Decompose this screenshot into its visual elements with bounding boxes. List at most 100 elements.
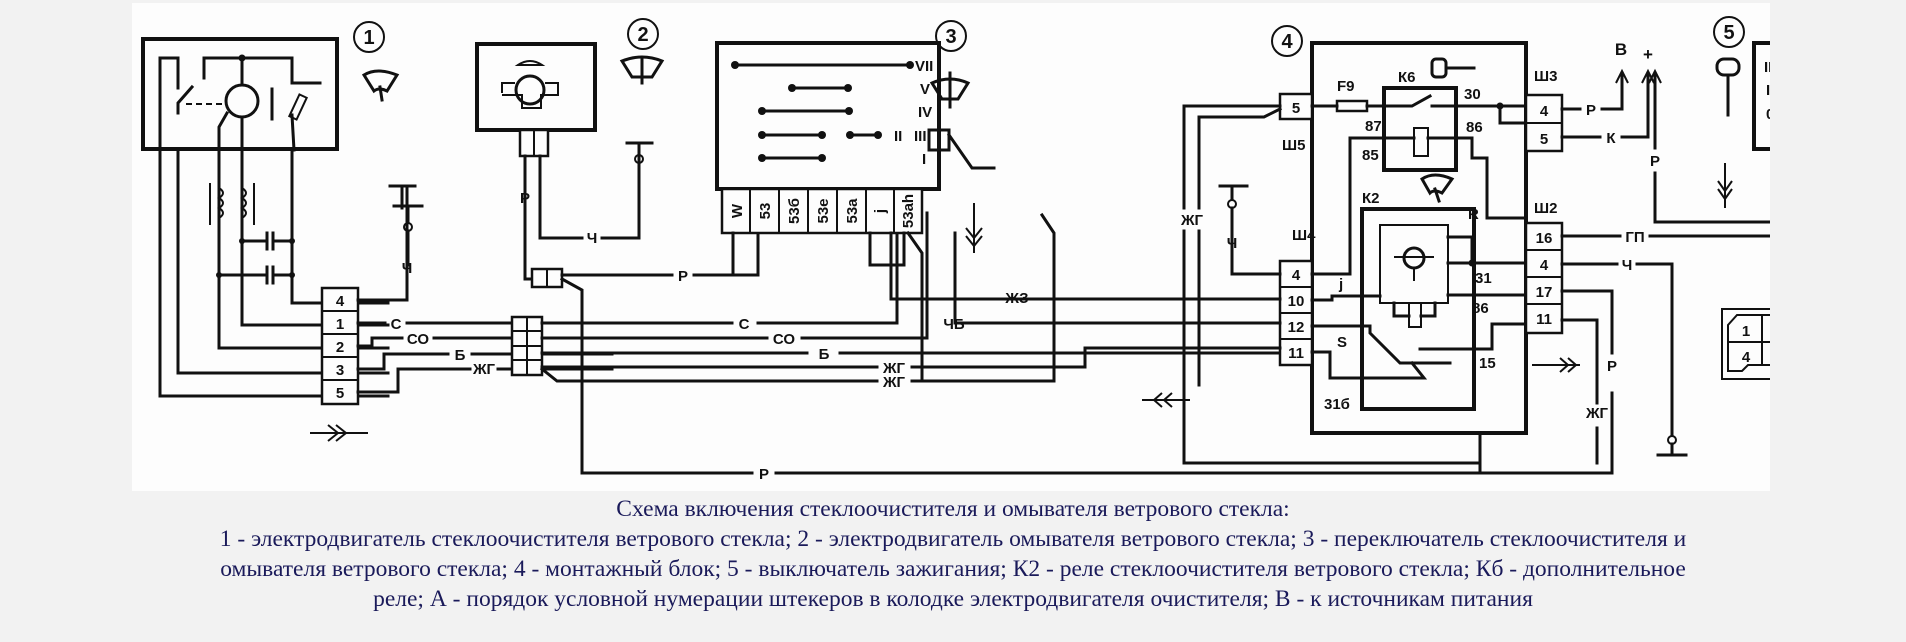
wire-label: ЖГ — [472, 361, 496, 378]
connector-arrow-icon — [1142, 392, 1190, 408]
ignition-position: 0 — [1766, 106, 1770, 123]
figure-caption: Схема включения стеклоочистителя и омыва… — [0, 494, 1906, 614]
pin-label: 4 — [1540, 103, 1549, 120]
pin-label: 1 — [336, 316, 344, 333]
fuse-f9 — [1335, 99, 1369, 113]
pin-label: 5 — [1540, 131, 1548, 148]
pin-label: 12 — [1288, 319, 1305, 336]
terminal-label: S — [1337, 334, 1347, 351]
switch-position: II — [894, 128, 902, 145]
switch-terminal: W — [729, 203, 746, 218]
switch-terminal: 53е — [815, 198, 832, 223]
switch-position: I — [922, 151, 926, 168]
wire-label: ЧБ — [943, 316, 965, 333]
switch-position: IV — [918, 104, 932, 121]
pin-label: 17 — [1536, 284, 1553, 301]
ignition-switch-housing — [1752, 41, 1770, 151]
stalk-lever-icon — [927, 128, 996, 170]
terminal-label: 30 — [1464, 86, 1481, 103]
component-4-number: 4 — [1281, 31, 1293, 53]
switch-terminal: 53а — [844, 198, 861, 224]
caption-line-3: реле; А - порядок условной нумерации ште… — [373, 586, 1533, 612]
switch-position: III — [914, 128, 927, 145]
pin-label: 4 — [1540, 257, 1549, 274]
switch-terminal: 53б — [786, 198, 803, 224]
power-source-label: В — [1615, 40, 1627, 59]
wire-label: Б — [819, 346, 830, 363]
pin-label: 4 — [336, 293, 345, 310]
component-4-marker — [1271, 25, 1303, 57]
pin-label: 16 — [1536, 230, 1553, 247]
ground-arrow-icon — [1717, 163, 1733, 208]
component-1-marker — [353, 21, 385, 53]
wire-label: ЖГ — [1180, 212, 1204, 229]
key-icon — [1430, 57, 1476, 79]
connector-label: Ш2 — [1534, 200, 1557, 217]
pin-label: 2 — [336, 339, 344, 356]
intermediate-connector — [510, 315, 544, 377]
component-5-marker — [1713, 16, 1745, 48]
caption-line-1: 1 - электродвигатель стеклоочистителя ве… — [219, 526, 1687, 552]
terminal-label: 86 — [1466, 119, 1483, 136]
wire-label: ГП — [1625, 229, 1644, 246]
wire-label: ЖЗ — [1004, 290, 1028, 307]
relay-label: К6 — [1398, 69, 1416, 86]
terminal-label: 31б — [1324, 396, 1350, 413]
washer-icon — [619, 55, 665, 85]
component-5-number: 5 — [1723, 22, 1734, 44]
pin-label: 10 — [1288, 293, 1305, 310]
terminal-label: 86 — [1472, 300, 1489, 317]
wire-label: Ч — [1227, 235, 1238, 252]
caption-line-2: омывателя ветрового стекла; 4 - монтажны… — [220, 556, 1686, 582]
wire-label: ЖГ — [1585, 405, 1609, 422]
switch-housing — [715, 41, 941, 191]
schematic-panel: 1 4 1 2 3 5 Ч С СО Б ЖГ С СО Б — [132, 3, 1770, 491]
component-3-marker — [935, 20, 967, 52]
wire-label: ЖГ — [882, 360, 906, 377]
wiper-washer-icon — [929, 71, 971, 109]
component-3-number: 3 — [945, 26, 956, 48]
wire-label: СО — [773, 331, 795, 348]
wire-label: С — [739, 316, 750, 333]
connector-a-pin: 4 — [1742, 349, 1751, 366]
component-1-number: 1 — [363, 27, 374, 49]
washer-motor-housing — [475, 42, 597, 132]
ground-arrow-icon — [965, 203, 983, 253]
wire-label: СО — [407, 331, 429, 348]
ignition-key-icon — [1715, 57, 1741, 117]
connector-a-pin: 1 — [1742, 323, 1750, 340]
pin-label: 3 — [336, 362, 344, 379]
wire-label: Б — [455, 347, 466, 364]
wire-label: Р — [1650, 153, 1660, 170]
wire-label: С — [391, 316, 402, 333]
motor1-connector: 4 1 2 3 5 — [310, 286, 368, 442]
connector-label: Ш3 — [1534, 68, 1557, 85]
wire-label: Ч — [1622, 257, 1633, 274]
connector-A: 1 2 3 4 5 6 — [1721, 308, 1770, 380]
ignition-position: II — [1764, 59, 1770, 76]
wire-label: К — [1606, 130, 1616, 147]
wire-label: ЖГ — [882, 374, 906, 391]
caption-title: Схема включения стеклоочистителя и омыва… — [616, 496, 1290, 522]
pin-label: 11 — [1288, 345, 1304, 362]
switch-terminal: j — [872, 209, 889, 214]
switch-terminal: 53 — [757, 203, 774, 220]
pin-label: 4 — [1292, 267, 1301, 284]
wiper-switch-3: VII V IV II III I — [715, 41, 941, 191]
washer-motor-2 — [475, 42, 654, 281]
switch-terminal: 53аh — [900, 194, 917, 228]
connector-label: Ш4 — [1292, 227, 1316, 244]
terminal-label: R — [1468, 206, 1479, 223]
component-2-number: 2 — [637, 24, 648, 46]
switch-position: V — [920, 81, 930, 98]
ignition-position: I — [1766, 82, 1770, 99]
terminal-label: 85 — [1362, 147, 1379, 164]
connector-arrow-icon — [1532, 357, 1580, 373]
pin-label: 5 — [336, 385, 344, 402]
relay-label: К2 — [1362, 190, 1380, 207]
wire-label: Р — [1607, 358, 1617, 375]
wiper-icon-k2 — [1420, 173, 1455, 203]
switch-position: VII — [915, 58, 933, 75]
wire-label: Р — [678, 268, 688, 285]
wire-ch1 — [356, 184, 409, 302]
